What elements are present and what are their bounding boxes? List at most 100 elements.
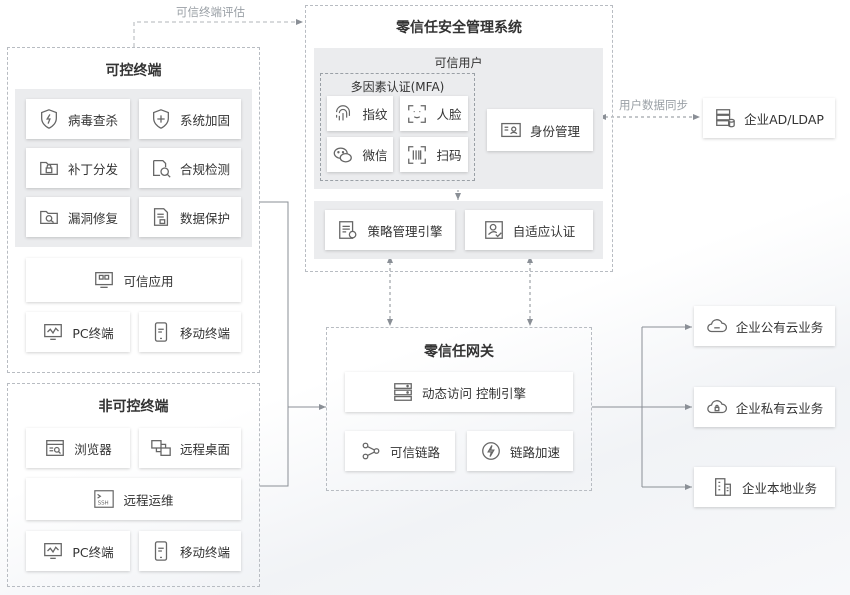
qr-scan-icon: [406, 144, 428, 166]
patch-distribution-card[interactable]: 补丁分发: [26, 148, 130, 188]
trusted-app-label: 可信应用: [123, 273, 174, 289]
controlled-pc-label: PC终端: [72, 325, 114, 341]
folder-lock-icon: [38, 157, 60, 179]
public-cloud-label: 企业公有云业务: [735, 319, 824, 335]
face-card[interactable]: 人脸: [400, 96, 468, 131]
ldap-label: 企业AD/LDAP: [744, 111, 824, 127]
accelerate-icon: [480, 440, 502, 462]
face-label: 人脸: [436, 107, 462, 122]
face-scan-icon: [406, 103, 428, 125]
remote-ops-label: 远程运维: [123, 492, 174, 508]
local-business-card[interactable]: 企业本地业务: [694, 467, 835, 507]
browser-label: 浏览器: [74, 441, 112, 457]
local-business-label: 企业本地业务: [741, 480, 817, 496]
trusted-app-card[interactable]: 可信应用: [26, 258, 241, 302]
remote-desktop-label: 远程桌面: [179, 441, 230, 457]
fingerprint-icon: [332, 103, 354, 125]
trusted-user-title: 可信用户: [434, 56, 483, 70]
policy-document-gear-icon: [337, 219, 359, 241]
identity-management-card[interactable]: 身份管理: [487, 109, 593, 151]
user-check-icon: [483, 219, 505, 241]
wechat-label: 微信: [362, 148, 388, 163]
policy-engine-card[interactable]: 策略管理引擎: [325, 210, 455, 250]
virus-scan-label: 病毒查杀: [67, 112, 118, 128]
app-grid-icon: [93, 269, 115, 291]
zt-gateway-title: 零信任网关: [424, 344, 494, 360]
private-cloud-label: 企业私有云业务: [735, 400, 824, 416]
svg-text:SSH: SSH: [98, 501, 109, 507]
wechat-card[interactable]: 微信: [327, 137, 393, 172]
remote-desktop-icon: [150, 437, 172, 459]
shield-lightning-icon: [38, 108, 60, 130]
remote-desktop-card[interactable]: 远程桌面: [139, 428, 241, 468]
mobile-phone-icon: [150, 321, 172, 343]
controlled-to-gateway-line: [260, 201, 289, 407]
uncontrolled-terminal-group: [7, 383, 260, 587]
compliance-check-icon: [150, 157, 172, 179]
controlled-terminal-title: 可控终端: [105, 63, 162, 79]
link-accel-label: 链路加速: [509, 444, 560, 460]
link-accel-card[interactable]: 链路加速: [467, 431, 573, 471]
uncontrolled-terminal-title: 非可控终端: [98, 399, 169, 415]
patch-distribution-label: 补丁分发: [67, 161, 118, 177]
data-protection-card[interactable]: 数据保护: [139, 197, 241, 237]
virus-scan-card[interactable]: 病毒查杀: [26, 99, 130, 139]
wechat-icon: [332, 144, 354, 166]
browser-card[interactable]: 浏览器: [26, 428, 130, 468]
remote-ops-card[interactable]: SSH 远程运维: [26, 478, 241, 520]
controlled-terminal-group: [7, 47, 260, 373]
mfa-group: [320, 73, 475, 181]
scan-label: 扫码: [436, 148, 462, 163]
browser-icon: [44, 437, 66, 459]
cloud-icon: [706, 315, 728, 337]
controlled-mobile-label: 移动终端: [179, 325, 230, 341]
uncontrolled-pc-card[interactable]: PC终端: [26, 531, 130, 571]
uncontrolled-to-gateway-line: [260, 407, 289, 487]
user-sync-label: 用户数据同步: [619, 98, 688, 112]
document-lock-icon: [150, 206, 172, 228]
network-nodes-icon: [360, 440, 382, 462]
policy-engine-label: 策略管理引擎: [367, 223, 443, 239]
trusted-link-card[interactable]: 可信链路: [345, 431, 455, 471]
vuln-repair-label: 漏洞修复: [67, 210, 118, 226]
folder-wrench-icon: [38, 206, 60, 228]
ldap-card[interactable]: 企业AD/LDAP: [703, 98, 835, 138]
controlled-mobile-card[interactable]: 移动终端: [139, 312, 241, 352]
controlled-pc-card[interactable]: PC终端: [26, 312, 130, 352]
identity-management-label: 身份管理: [529, 123, 580, 139]
system-hardening-card[interactable]: 系统加固: [139, 99, 241, 139]
dynamic-access-card[interactable]: 动态访问 控制引擎: [345, 372, 573, 412]
ssh-terminal-icon: SSH: [93, 488, 115, 510]
mfa-title: 多因素认证(MFA): [350, 80, 445, 94]
shield-plus-icon: [150, 108, 172, 130]
data-protection-label: 数据保护: [179, 210, 230, 226]
uncontrolled-mobile-label: 移动终端: [179, 544, 230, 560]
mobile-phone-icon: [150, 540, 172, 562]
compliance-check-card[interactable]: 合规检测: [139, 148, 241, 188]
public-cloud-card[interactable]: 企业公有云业务: [694, 306, 835, 346]
scan-card[interactable]: 扫码: [400, 137, 468, 172]
trusted-link-label: 可信链路: [389, 444, 440, 460]
fingerprint-card[interactable]: 指纹: [327, 96, 393, 131]
cloud-lock-icon: [706, 396, 728, 418]
fingerprint-label: 指纹: [362, 107, 388, 122]
uncontrolled-mobile-card[interactable]: 移动终端: [139, 531, 241, 571]
system-hardening-label: 系统加固: [179, 112, 230, 128]
zt-gateway: [326, 327, 592, 491]
zt-system-title: 零信任安全管理系统: [396, 20, 522, 36]
private-cloud-card[interactable]: 企业私有云业务: [694, 387, 835, 427]
monitor-icon: [42, 540, 64, 562]
id-card-icon: [500, 119, 522, 141]
uncontrolled-pc-label: PC终端: [72, 544, 114, 560]
server-stack-icon: [392, 381, 414, 403]
vuln-repair-card[interactable]: 漏洞修复: [26, 197, 130, 237]
adaptive-auth-card[interactable]: 自适应认证: [465, 210, 593, 250]
server-database-icon: [714, 107, 736, 129]
trust-eval-connector: [133, 19, 303, 47]
monitor-icon: [42, 321, 64, 343]
trust-eval-label: 可信终端评估: [176, 5, 245, 19]
compliance-check-label: 合规检测: [179, 161, 230, 177]
building-icon: [712, 476, 734, 498]
zt-management-system: [305, 5, 613, 272]
adaptive-auth-label: 自适应认证: [512, 223, 576, 239]
